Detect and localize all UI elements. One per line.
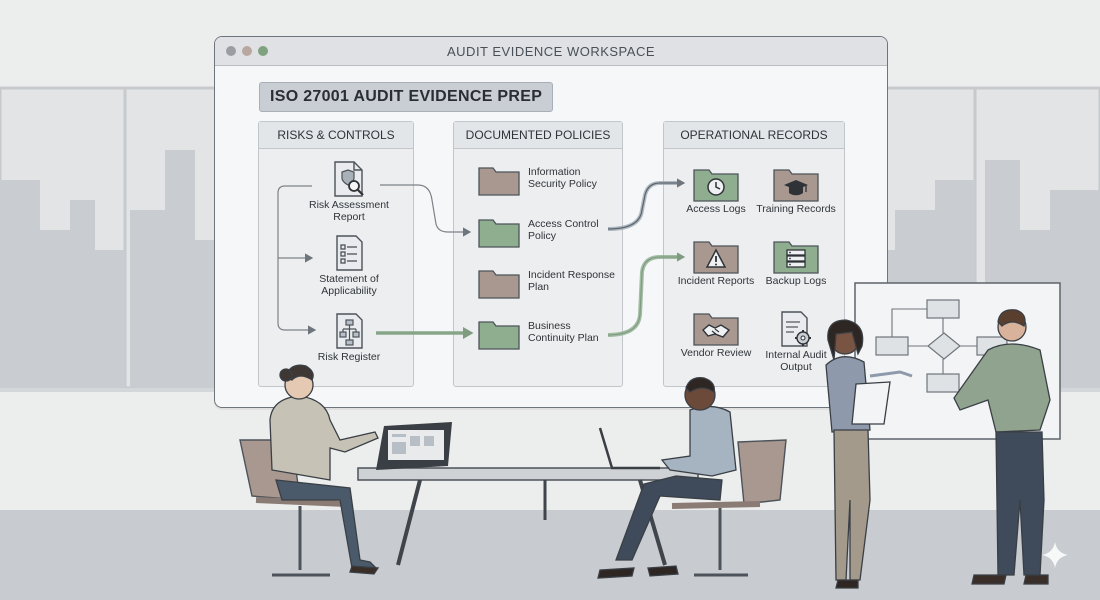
folder-icon [478,321,520,350]
window-maximize-button[interactable] [258,46,268,56]
risk-assessment-report-label: Risk Assessment Report [309,199,389,223]
risk-assessment-report-item[interactable]: Risk Assessment Report [299,160,399,223]
access-control-policy-label: Access Control Policy [528,218,599,242]
training-records-item[interactable]: Training Records [756,166,836,216]
flowchart-document-icon [336,313,363,349]
operational-records-panel: OPERATIONAL RECORDS Access Logs Training… [663,121,845,387]
window-titlebar[interactable]: AUDIT EVIDENCE WORKSPACE [215,37,887,66]
incident-reports-label: Incident Reports [677,275,755,287]
internal-audit-output-item[interactable]: Internal Audit Output [756,310,836,373]
backup-logs-item[interactable]: Backup Logs [756,238,836,288]
risks-controls-heading: RISKS & CONTROLS [259,122,413,149]
training-records-label: Training Records [756,203,836,215]
folder-icon [478,270,520,299]
clock-folder-icon [693,169,739,202]
window-minimize-button[interactable] [242,46,252,56]
handshake-folder-icon [693,313,739,346]
page-title: ISO 27001 AUDIT EVIDENCE PREP [259,82,554,112]
documented-policies-heading: DOCUMENTED POLICIES [454,122,622,149]
vendor-review-item[interactable]: Vendor Review [674,310,758,360]
information-security-policy-label: Information Security Policy [528,166,597,190]
window-close-button[interactable] [226,46,236,56]
server-folder-icon [773,241,819,274]
window-title: AUDIT EVIDENCE WORKSPACE [447,44,655,59]
internal-audit-output-label: Internal Audit Output [765,349,827,373]
statement-of-applicability-label: Statement of Applicability [319,273,379,297]
risk-register-label: Risk Register [317,351,381,363]
checklist-document-icon [336,235,363,271]
sparkle-icon [1042,542,1068,568]
gear-document-icon [781,311,811,347]
incident-reports-item[interactable]: Incident Reports [674,238,758,288]
risk-register-item[interactable]: Risk Register [299,312,399,364]
access-logs-item[interactable]: Access Logs [674,166,758,216]
business-continuity-plan-label: Business Continuity Plan [528,320,599,344]
folder-icon [478,167,520,196]
warning-folder-icon [693,241,739,274]
backup-logs-label: Backup Logs [765,275,827,287]
vendor-review-label: Vendor Review [680,347,752,359]
graduation-cap-folder-icon [773,169,819,202]
access-logs-label: Access Logs [686,203,746,215]
incident-response-plan-label: Incident Response Plan [528,269,615,293]
risks-controls-panel: RISKS & CONTROLS Risk Assessment Report [258,121,414,387]
folder-icon [478,219,520,248]
magnifier-document-icon [334,161,364,197]
audit-workspace-window[interactable]: AUDIT EVIDENCE WORKSPACE ISO 27001 AUDIT… [214,36,888,408]
operational-records-heading: OPERATIONAL RECORDS [664,122,844,149]
documented-policies-panel: DOCUMENTED POLICIES Information Security… [453,121,623,387]
statement-of-applicability-item[interactable]: Statement of Applicability [299,234,399,297]
